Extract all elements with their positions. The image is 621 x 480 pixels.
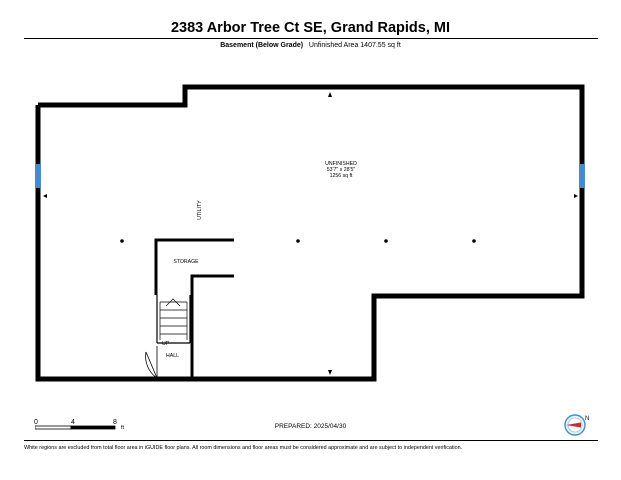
- area-summary: Unfinished Area 1407.55 sq ft: [308, 42, 401, 49]
- room-unfinished: UNFINISHED 53'7" x 28'5" 1256 sq ft: [300, 161, 382, 180]
- compass-icon: [564, 414, 586, 436]
- room-storage-name: STORAGE: [173, 259, 199, 265]
- floor-summary: Basement (Below Grade) Unfinished Area 1…: [0, 42, 621, 49]
- disclaimer: White regions are excluded from total fl…: [24, 445, 463, 451]
- room-unfinished-name: UNFINISHED: [325, 161, 357, 167]
- room-unfinished-dimensions: 53'7" x 28'5": [326, 167, 356, 174]
- room-hall: HALL: [166, 353, 188, 359]
- scale-bar: [35, 425, 116, 430]
- dimension-markers: [43, 92, 578, 375]
- room-unfinished-area: 1256 sq ft: [329, 173, 353, 180]
- header-divider: [24, 38, 598, 39]
- window-west: [36, 164, 41, 188]
- scale-mark-8: 8: [113, 419, 117, 426]
- staircase: [156, 295, 191, 344]
- property-address: 2383 Arbor Tree Ct SE, Grand Rapids, MI: [170, 20, 451, 36]
- room-utility: UTILITY: [197, 190, 203, 230]
- hall-wall: [190, 274, 234, 379]
- support-columns: [120, 239, 476, 243]
- window-east: [580, 164, 585, 188]
- room-hall-name: HALL: [166, 353, 179, 359]
- floor-name: Basement (Below Grade): [220, 42, 304, 49]
- compass-north-label: N: [585, 416, 590, 422]
- room-utility-name: UTILITY: [196, 200, 203, 220]
- scale-unit: ft: [121, 425, 125, 431]
- exterior-wall: [35, 84, 585, 382]
- storage-wall: [154, 238, 234, 295]
- door-swing: [145, 346, 158, 379]
- prepared-date: PREPARED: 2025/04/30: [274, 423, 347, 430]
- stairs-label: UP: [162, 341, 182, 347]
- scale-mark-4: 4: [71, 419, 75, 426]
- footer-divider: [24, 440, 598, 441]
- scale-mark-0: 0: [34, 419, 38, 426]
- room-storage: STORAGE: [166, 259, 206, 265]
- stairs-up-label: UP: [162, 341, 170, 347]
